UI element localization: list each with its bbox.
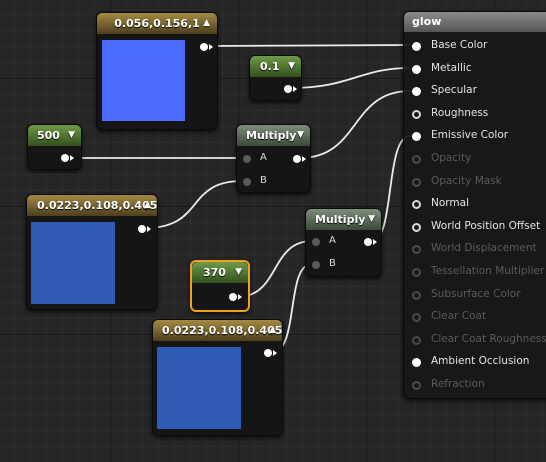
node-title: 0.1: [260, 60, 280, 73]
collapse-triangle-icon[interactable]: ▼: [68, 130, 75, 140]
color-swatch: [102, 40, 185, 121]
input-pin-a[interactable]: [312, 238, 320, 246]
output-pin[interactable]: [264, 349, 277, 357]
material-input-label: World Position Offset: [431, 219, 541, 232]
vector-node-3[interactable]: 0.0223,0.108,0.405 ▲: [152, 319, 283, 436]
input-pin-icon: [412, 155, 421, 164]
input-pin-icon[interactable]: [412, 42, 421, 51]
material-input-label: Clear Coat: [431, 310, 487, 323]
input-pin-icon[interactable]: [412, 132, 421, 142]
input-pin-icon: [412, 245, 421, 255]
input-pin-icon: [412, 313, 421, 323]
output-pin[interactable]: [138, 225, 151, 233]
node-title: Multiply: [246, 129, 297, 142]
node-title: 0.0223,0.108,0.405: [37, 199, 158, 212]
material-input-label: Metallic: [431, 61, 472, 74]
output-pin[interactable]: [364, 238, 377, 246]
node-title: Multiply: [315, 213, 366, 226]
base-color-vector-node[interactable]: 0.056,0.156,1 ▲: [96, 12, 218, 130]
material-input-label: Specular: [431, 84, 477, 97]
input-pin-icon[interactable]: [412, 87, 421, 97]
wire-multiply1-to-specular: [299, 90, 411, 159]
material-input-label: Ambient Occlusion: [431, 355, 530, 368]
node-title: 370: [203, 266, 226, 279]
input-pin-icon: [412, 381, 421, 390]
material-title: glow: [404, 12, 546, 32]
input-pin-icon: [412, 335, 421, 345]
output-pin[interactable]: [200, 43, 213, 51]
input-pin-icon[interactable]: [412, 109, 421, 119]
input-pin-icon: [412, 268, 421, 277]
input-pin-a[interactable]: [243, 155, 251, 163]
collapse-triangle-icon[interactable]: ▼: [297, 130, 304, 140]
input-pin-icon[interactable]: [412, 222, 421, 232]
color-swatch: [31, 222, 115, 304]
node-title: 0.056,0.156,1: [114, 17, 200, 30]
output-pin[interactable]: [229, 293, 242, 301]
collapse-triangle-icon[interactable]: ▲: [203, 18, 210, 28]
collapse-triangle-icon[interactable]: ▼: [368, 214, 375, 224]
material-input-label: World Displacement: [431, 242, 537, 255]
output-pin[interactable]: [284, 85, 297, 93]
material-input-label: Clear Coat Roughness: [431, 332, 546, 345]
material-input-label: Normal: [431, 197, 469, 210]
wire-base-color: [206, 44, 411, 47]
pin-label-a: A: [329, 235, 336, 246]
wire-vec2-to-multiply-b: [144, 180, 243, 229]
collapse-triangle-icon[interactable]: ▲: [144, 200, 151, 210]
multiply-node-2[interactable]: Multiply ▼ A B: [305, 208, 382, 277]
node-title: 0.0223,0.108,0.405: [162, 324, 283, 337]
input-pin-b[interactable]: [243, 178, 251, 186]
pin-label-b: B: [260, 175, 267, 186]
pin-label-a: A: [260, 152, 267, 163]
pin-label-b: B: [329, 258, 336, 269]
material-input-label: Refraction: [431, 378, 485, 390]
material-input-label: Tessellation Multiplier: [431, 265, 545, 277]
node-title: 500: [37, 129, 60, 142]
constant-500-node[interactable]: 500 ▼: [27, 124, 82, 170]
input-pin-icon: [412, 290, 421, 300]
multiply-node-1[interactable]: Multiply ▼ A B: [236, 124, 311, 193]
constant-370-node[interactable]: 370 ▼: [190, 260, 250, 312]
collapse-triangle-icon[interactable]: ▼: [235, 267, 242, 277]
metallic-constant-node[interactable]: 0.1 ▼: [249, 55, 302, 101]
input-pin-icon[interactable]: [412, 200, 421, 210]
output-pin[interactable]: [61, 154, 74, 162]
input-pin-icon[interactable]: [412, 64, 421, 74]
material-input-label: Roughness: [431, 106, 489, 119]
material-input-label: Subsurface Color: [431, 287, 521, 300]
input-pin-icon: [412, 177, 421, 187]
material-input-label: Opacity: [431, 152, 472, 164]
input-pin-b[interactable]: [312, 261, 320, 269]
output-pin[interactable]: [293, 155, 306, 163]
input-pin-icon[interactable]: [412, 358, 421, 368]
material-input-label: Opacity Mask: [431, 174, 502, 187]
wire-metallic: [290, 67, 411, 89]
collapse-triangle-icon[interactable]: ▼: [288, 61, 295, 71]
vector-node-2[interactable]: 0.0223,0.108,0.405 ▲: [26, 194, 158, 310]
material-input-label: Base Color: [431, 39, 488, 51]
material-input-label: Emissive Color: [431, 129, 509, 142]
collapse-triangle-icon[interactable]: ▲: [269, 325, 276, 335]
color-swatch: [157, 347, 241, 429]
